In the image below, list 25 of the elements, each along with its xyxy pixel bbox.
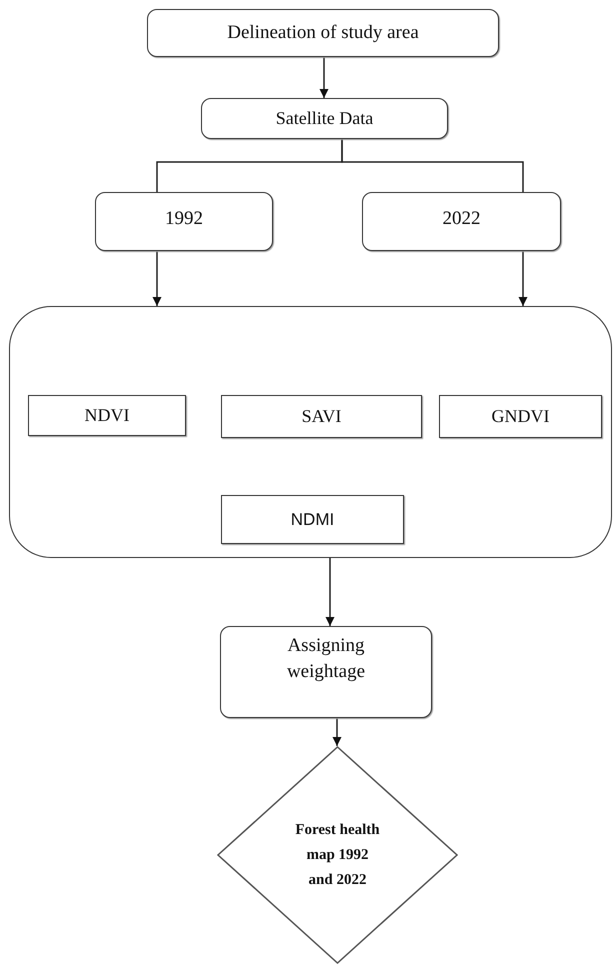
node-label: SAVI (302, 405, 342, 428)
connector-arrow (332, 718, 342, 746)
index-box (28, 395, 186, 436)
node-label: Assigning weightage (286, 634, 366, 684)
group-panel (9, 306, 612, 558)
connector-arrow (320, 57, 328, 98)
process-box (220, 626, 432, 718)
process-box (201, 98, 448, 139)
node-label: 1992 (165, 207, 203, 231)
index-box (221, 395, 422, 438)
index-box (439, 395, 602, 438)
process-box (362, 192, 561, 251)
node-label: Delineation of study area (227, 20, 419, 45)
process-box (95, 192, 273, 251)
node-label: 2022 (442, 207, 480, 231)
connector-arrow (326, 558, 334, 626)
process-box (147, 9, 499, 57)
node-label: Satellite Data (276, 107, 374, 130)
node-label: Forest health map 1992 and 2022 (294, 820, 381, 890)
node-label: NDMI (290, 508, 334, 531)
connector-arrow (518, 251, 528, 306)
connector-arrow (152, 251, 162, 306)
index-box (221, 495, 404, 544)
node-label: GNDVI (492, 405, 550, 428)
node-label: NDVI (84, 404, 130, 427)
